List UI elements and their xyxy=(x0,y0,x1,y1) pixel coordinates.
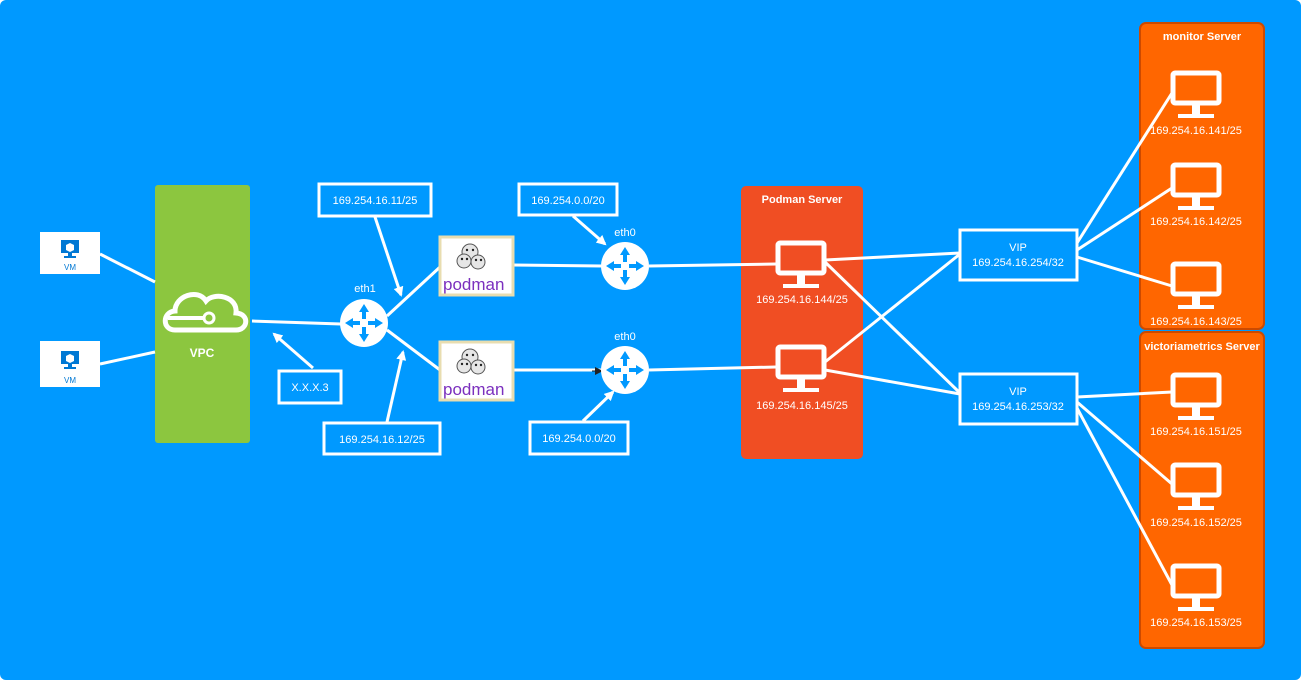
vm-label: VM xyxy=(64,263,76,272)
link-vip254-host142 xyxy=(1076,186,1173,252)
router-eth0-bottom xyxy=(601,346,649,394)
podman-server-title: Podman Server xyxy=(762,194,843,206)
vip-253-ip: 169.254.16.253/32 xyxy=(972,401,1064,413)
arrow-ip-bottom-left xyxy=(385,350,407,423)
vpc-block xyxy=(155,185,250,443)
ip-box-bottom-left: 169.254.16.12/25 xyxy=(322,421,442,456)
vpc-ip-box: X.X.X.3 xyxy=(277,369,343,405)
eth1-label: eth1 xyxy=(354,283,375,295)
host-145-ip: 169.254.16.145/25 xyxy=(756,400,848,412)
link-podman1-eth0 xyxy=(512,263,603,268)
vpc-ip-label: X.X.X.3 xyxy=(291,382,328,394)
vm-icon xyxy=(61,240,79,258)
link-host144-vip253 xyxy=(823,260,962,395)
router-icon xyxy=(340,299,388,347)
host-142-ip: 169.254.16.142/25 xyxy=(1150,216,1242,228)
link-vip254-host143 xyxy=(1076,255,1173,288)
vm-node-2: VM xyxy=(40,341,100,387)
ip-label-top-left: 169.254.16.11/25 xyxy=(333,195,418,207)
arrow-net-top xyxy=(572,214,607,246)
host-141-ip: 169.254.16.141/25 xyxy=(1150,125,1242,137)
net-box-bottom: 169.254.0.0/20 xyxy=(528,420,630,456)
net-box-top: 169.254.0.0/20 xyxy=(517,182,619,217)
link-host145-vip253 xyxy=(824,368,961,396)
link-vpc-eth1 xyxy=(251,319,342,326)
host-143-ip: 169.254.16.143/25 xyxy=(1150,316,1242,328)
link-eth1-podman1 xyxy=(385,265,442,318)
link-eth1-podman2 xyxy=(386,328,441,372)
arrow-ip-top-left xyxy=(373,216,404,297)
link-eth0-host145 xyxy=(648,365,777,372)
link-vm2-vpc xyxy=(99,350,156,366)
annotation-arrows xyxy=(272,214,615,423)
eth0-label-bottom: eth0 xyxy=(614,331,635,343)
link-vm1-vpc xyxy=(99,252,156,284)
router-eth1 xyxy=(340,299,388,347)
arrow-net-bottom xyxy=(581,390,615,423)
router-icon xyxy=(601,242,649,290)
host-153-ip: 169.254.16.153/25 xyxy=(1150,617,1242,629)
vm-icon xyxy=(61,351,79,369)
cloud-icon xyxy=(162,292,249,333)
link-eth0-host144 xyxy=(648,262,777,268)
podman-logo-text: podman xyxy=(443,380,504,399)
vip-254-ip: 169.254.16.254/32 xyxy=(972,257,1064,269)
link-vip253-host152 xyxy=(1076,400,1173,486)
router-eth0-top xyxy=(601,242,649,290)
ip-box-top-left: 169.254.16.11/25 xyxy=(317,182,433,218)
link-vip253-host151 xyxy=(1076,390,1173,399)
vip-box-254: VIP 169.254.16.254/32 xyxy=(958,228,1079,282)
net-label-top: 169.254.0.0/20 xyxy=(531,195,604,207)
connection-lines xyxy=(99,92,1174,586)
link-host145-vip254 xyxy=(824,252,961,364)
podman-seals-icon xyxy=(456,243,486,270)
arrow-vpc-ip xyxy=(272,332,314,370)
host-144-ip: 169.254.16.144/25 xyxy=(756,294,848,306)
vip-box-253: VIP 169.254.16.253/32 xyxy=(958,372,1079,426)
monitor-server-title: monitor Server xyxy=(1163,31,1242,43)
router-icon xyxy=(601,346,649,394)
vm-label: VM xyxy=(64,376,76,385)
vip-254-title: VIP xyxy=(1009,242,1027,254)
link-host144-vip254 xyxy=(824,251,961,262)
podman-server-group xyxy=(741,186,863,459)
link-vip254-host141 xyxy=(1075,92,1174,244)
link-vip253-host153 xyxy=(1075,407,1174,586)
vm-node-1: VM xyxy=(40,232,100,274)
host-152-ip: 169.254.16.152/25 xyxy=(1150,517,1242,529)
victoriametrics-server-title: victoriametrics Server xyxy=(1144,341,1260,353)
host-151-ip: 169.254.16.151/25 xyxy=(1150,426,1242,438)
vip-253-title: VIP xyxy=(1009,386,1027,398)
victoriametrics-server-group xyxy=(1139,331,1265,649)
podman-container-bottom: podman xyxy=(438,340,515,402)
podman-seals-icon xyxy=(456,348,486,375)
ip-label-bottom-left: 169.254.16.12/25 xyxy=(339,434,425,446)
podman-container-top: podman xyxy=(438,235,515,297)
vpc-label: VPC xyxy=(190,346,215,360)
net-label-bottom: 169.254.0.0/20 xyxy=(542,433,615,445)
eth0-label-top: eth0 xyxy=(614,227,635,239)
podman-logo-text: podman xyxy=(443,275,504,294)
